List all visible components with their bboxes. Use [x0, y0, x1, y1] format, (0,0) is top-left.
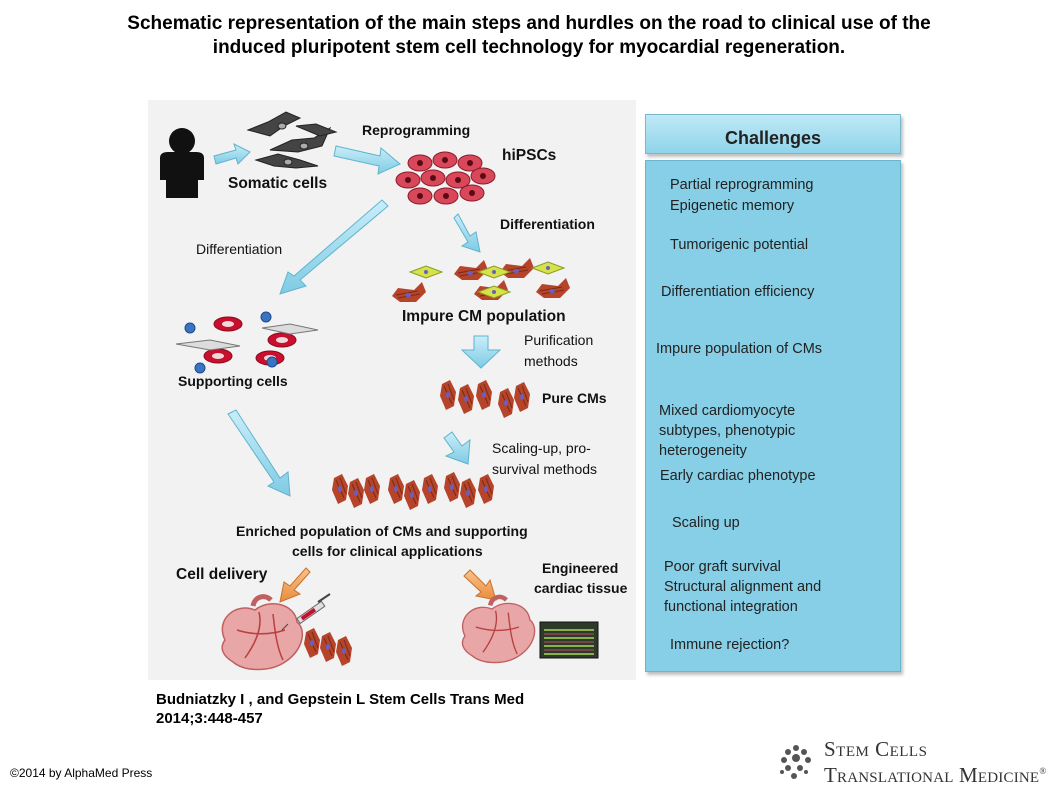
supporting-cells-icon [175, 311, 319, 374]
challenge-item: Early cardiac phenotype [660, 468, 816, 484]
figure-panel [148, 100, 636, 680]
challenge-item: Epigenetic memory [670, 198, 795, 214]
heart-icon-left [222, 597, 302, 670]
syringe-icon [281, 593, 331, 631]
arrow-supporting-to-enriched [227, 409, 291, 497]
label-engineered-2: cardiac tissue [534, 580, 628, 596]
slide-title: Schematic representation of the main ste… [0, 12, 1058, 60]
arrow-engineered-tissue [463, 569, 497, 601]
pure-cms-icon [439, 379, 531, 419]
challenge-item: Structural alignment and [664, 579, 822, 595]
label-differentiation-left: Differentiation [196, 241, 283, 257]
challenge-item: Mixed cardiomyocyte [659, 403, 796, 419]
arrow-person-to-somatic [213, 143, 251, 165]
label-engineered-1: Engineered [542, 560, 619, 576]
label-enriched-1: Enriched population of CMs and supportin… [236, 523, 528, 539]
challenges-list [645, 160, 901, 672]
label-hipscs: hiPSCs [502, 147, 557, 164]
person-icon [160, 128, 204, 198]
citation-line-2: 2014;3:448-457 [156, 710, 263, 727]
engineered-tissue-icon [539, 621, 599, 659]
challenge-item: Tumorigenic potential [670, 237, 809, 253]
challenge-item: Partial reprogramming [670, 177, 814, 193]
heart-icon-right [462, 597, 534, 663]
label-somatic-cells: Somatic cells [228, 175, 328, 192]
hipsc-colony-icon [395, 151, 496, 205]
copyright-notice: ©2014 by AlphaMed Press [10, 766, 153, 780]
arrow-cell-delivery [279, 567, 311, 603]
challenges-header-label: Challenges [724, 128, 822, 148]
arrow-to-hipsc [333, 145, 401, 175]
delivered-cms-icon [303, 627, 353, 667]
challenge-item: Immune rejection? [670, 637, 790, 653]
challenges-header: Challenges [645, 114, 901, 154]
label-supporting-cells: Supporting cells [178, 373, 288, 389]
somatic-cells-icon [246, 111, 338, 169]
logo-line-1: Stem Cells [824, 737, 928, 761]
label-enriched-2: cells for clinical applications [292, 543, 483, 559]
label-scaling-2: survival methods [492, 461, 598, 477]
arrow-hipsc-to-impure [453, 213, 481, 253]
title-line-1: Schematic representation of the main ste… [127, 13, 931, 34]
label-impure-cm-population: Impure CM population [402, 308, 566, 325]
title-line-2: induced pluripotent stem cell technology… [212, 37, 846, 58]
challenge-item: Scaling up [672, 515, 740, 531]
impure-cm-population-icon [391, 257, 571, 303]
challenge-item: Poor graft survival [664, 559, 781, 575]
challenge-item: subtypes, phenotypic [659, 423, 796, 439]
delivery-arrows [279, 567, 497, 603]
challenge-item: Differentiation efficiency [661, 284, 815, 300]
arrow-pure-to-enriched [443, 431, 471, 465]
label-reprogramming: Reprogramming [362, 122, 471, 138]
challenge-item: functional integration [664, 599, 798, 615]
enriched-population-icon [331, 471, 495, 511]
logo-emblem-icon [780, 745, 811, 779]
flow-arrows [213, 143, 502, 497]
challenge-item: Impure population of CMs [656, 341, 823, 357]
citation: Budniatzky I , and Gepstein L Stem Cells… [156, 690, 524, 728]
challenge-item: heterogeneity [659, 443, 747, 459]
arrow-impure-to-pure [460, 335, 502, 369]
label-differentiation-right: Differentiation [500, 216, 595, 232]
logo-wordmark: Stem Cells Translational Medicine® [824, 738, 1046, 786]
logo-trademark: ® [1039, 766, 1047, 776]
label-scaling-1: Scaling-up, pro- [492, 440, 591, 456]
arrow-hipsc-to-supporting [279, 199, 389, 295]
label-purification-2: methods [524, 353, 578, 369]
logo-line-2: Translational Medicine [824, 763, 1040, 787]
citation-line-1: Budniatzky I , and Gepstein L Stem Cells… [156, 691, 525, 708]
label-pure-cms: Pure CMs [542, 390, 607, 406]
journal-logo: Stem Cells Translational Medicine® [776, 738, 1048, 788]
label-cell-delivery: Cell delivery [176, 566, 268, 583]
label-purification-1: Purification [524, 332, 594, 348]
